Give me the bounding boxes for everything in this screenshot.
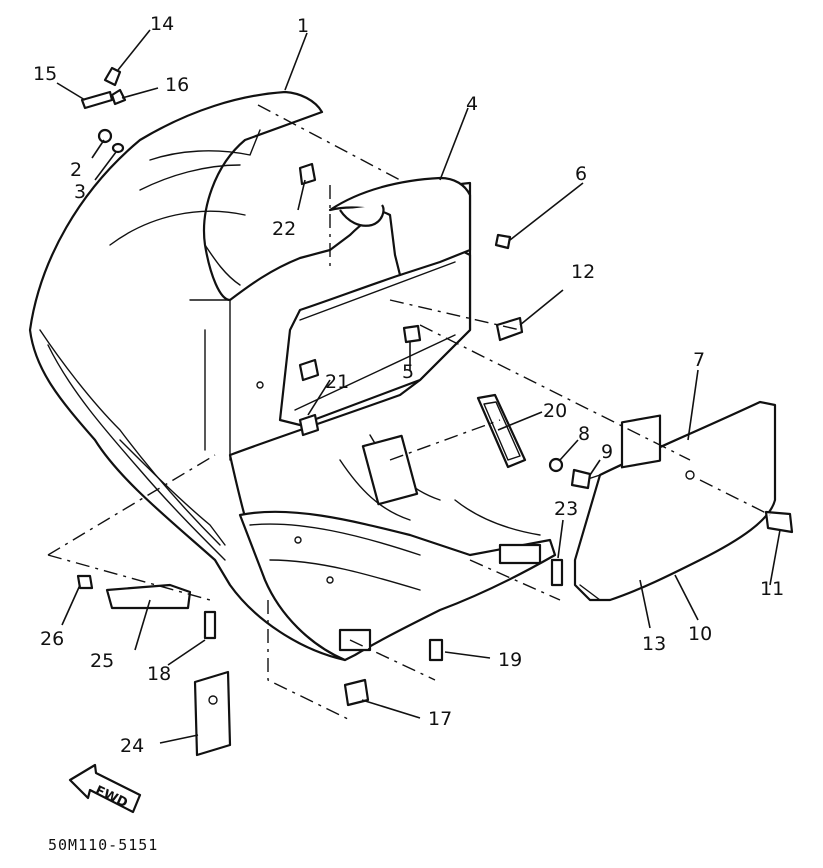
forward-arrow-icon: FWD xyxy=(68,763,142,814)
callout-16: 16 xyxy=(165,74,189,96)
callout-8: 8 xyxy=(578,423,590,445)
callout-25: 25 xyxy=(90,650,114,672)
callout-4: 4 xyxy=(466,93,478,115)
callout-11: 11 xyxy=(760,578,784,600)
callout-7: 7 xyxy=(693,349,705,371)
callout-numbers: 1 2 3 4 5 6 7 8 9 10 11 12 13 14 15 16 1… xyxy=(33,13,784,757)
callout-26: 26 xyxy=(40,628,64,650)
callout-20: 20 xyxy=(543,400,567,422)
side-lid xyxy=(573,400,777,602)
callout-17: 17 xyxy=(428,708,452,730)
callout-15: 15 xyxy=(33,63,57,85)
hardware-parts xyxy=(76,66,794,757)
callout-22: 22 xyxy=(272,218,296,240)
callout-23: 23 xyxy=(554,498,578,520)
callout-2: 2 xyxy=(70,159,82,181)
callout-12: 12 xyxy=(571,261,595,283)
leader-lines xyxy=(56,29,781,744)
callout-9: 9 xyxy=(601,441,613,463)
rubber-pad xyxy=(476,393,527,469)
assembly-lines xyxy=(47,104,771,721)
callout-5: 5 xyxy=(402,361,414,383)
callout-19: 19 xyxy=(498,649,522,671)
callout-24: 24 xyxy=(120,735,144,757)
callout-21: 21 xyxy=(325,371,349,393)
callout-14: 14 xyxy=(150,13,174,35)
callout-13: 13 xyxy=(642,633,666,655)
inner-cover-top xyxy=(328,176,472,277)
callout-18: 18 xyxy=(147,663,171,685)
front-cover-panel xyxy=(28,90,557,662)
callout-3: 3 xyxy=(74,181,86,203)
callout-1: 1 xyxy=(297,15,309,37)
callout-6: 6 xyxy=(575,163,587,185)
drawing-code: 50M110-5151 xyxy=(48,836,158,854)
callout-10: 10 xyxy=(688,623,712,645)
